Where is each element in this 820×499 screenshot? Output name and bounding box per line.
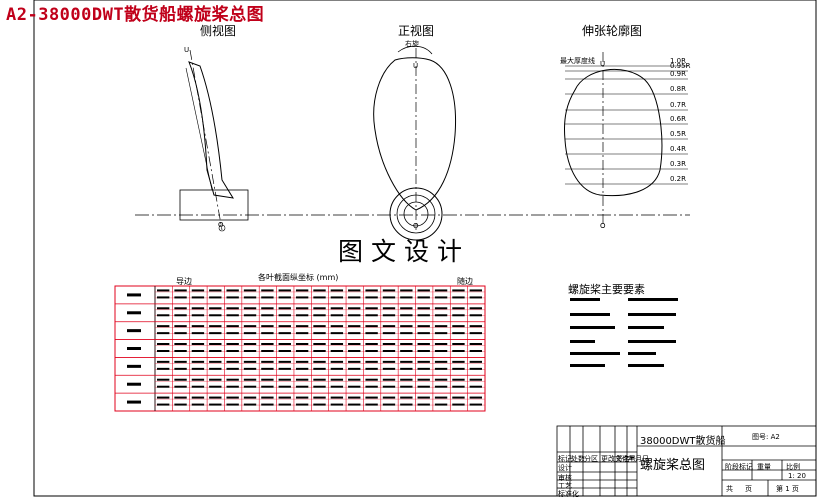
- radius-label: 0.4R: [670, 145, 686, 153]
- stage-label: 阶段标记: [725, 463, 753, 471]
- radius-label: 0.8R: [670, 85, 686, 93]
- max-thickness-note: 最大厚度线: [560, 57, 595, 65]
- expanded-axis-o: O: [600, 222, 606, 230]
- front-view: [373, 45, 457, 241]
- watermark-text: 图文设计: [338, 237, 471, 266]
- revision-row-label: 年月日: [628, 455, 649, 463]
- side-view: [179, 49, 249, 232]
- side-axis-u: U: [184, 46, 190, 54]
- approval-role-label: 工艺: [558, 482, 572, 490]
- project-name: 38000DWT散货船: [640, 436, 726, 447]
- front-axis-o: O: [413, 222, 419, 230]
- revision-row-label: 分区: [584, 455, 598, 463]
- side-axis-o: O: [218, 221, 224, 229]
- front-axis-u: U: [413, 62, 419, 70]
- revision-row-label: 更改文件号: [601, 455, 636, 463]
- trailing-edge-label: 随边: [457, 277, 473, 286]
- revision-row-label: 处数: [571, 455, 585, 463]
- leading-edge-label: 导边: [176, 277, 192, 286]
- drawing-frame: [33, 0, 817, 497]
- revision-row-label: 标记: [558, 455, 572, 463]
- radius-lines: [565, 65, 688, 185]
- rotation-note: 右旋: [405, 40, 419, 48]
- scale-label: 比例: [786, 463, 800, 471]
- drawing-title: A2-38000DWT散货船螺旋桨总图: [6, 5, 265, 25]
- sheet-number: 第 1 页: [776, 485, 799, 493]
- drawing-name: 螺旋桨总图: [640, 458, 706, 473]
- radius-label: 0.5R: [670, 130, 686, 138]
- offsets-table-grid: [114, 285, 486, 412]
- radius-label: 1.0R: [670, 57, 686, 65]
- revision-row-label: 签名: [616, 455, 630, 463]
- approval-role-label: 审核: [558, 474, 572, 482]
- total-sheets: 页: [745, 485, 752, 493]
- params-title: 螺旋桨主要要素: [568, 283, 645, 296]
- offsets-table-title: 各叶截面纵坐标 (mm): [258, 273, 339, 282]
- title-block-grid: [556, 425, 817, 497]
- side-view-label: 侧视图: [200, 24, 237, 38]
- radius-label: 0.3R: [670, 160, 686, 168]
- radius-label: 0.7R: [670, 101, 686, 109]
- total-sheets-label: 共: [726, 485, 733, 493]
- params-bars: [570, 298, 678, 367]
- scale-value: 1: 20: [788, 472, 806, 480]
- drawing-number: 图号: A2: [752, 433, 780, 441]
- approval-role-label: 设计: [558, 464, 572, 472]
- approval-role-label: 标准化: [558, 490, 579, 498]
- front-view-label: 正视图: [398, 24, 435, 38]
- radius-label: 0.95R: [670, 62, 691, 70]
- expanded-axis-u: U: [600, 60, 606, 68]
- weight-label: 重量: [757, 463, 771, 471]
- expanded-view-label: 伸张轮廓图: [582, 24, 643, 38]
- radius-label: 0.2R: [670, 175, 686, 183]
- radius-label: 0.6R: [670, 115, 686, 123]
- expanded-view: [564, 52, 688, 228]
- radius-label: 0.9R: [670, 70, 686, 78]
